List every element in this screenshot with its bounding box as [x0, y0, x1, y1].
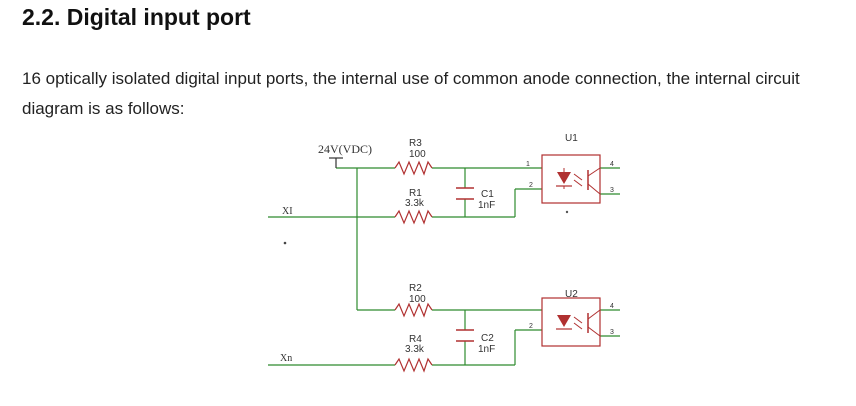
optocoupler-u1: [541, 154, 601, 214]
resistor-r1: [394, 209, 433, 225]
u2-name: U2: [565, 289, 578, 300]
u2-pin3: 3: [610, 329, 614, 336]
r4-name: R4: [409, 334, 422, 345]
r3-name: R3: [409, 138, 422, 149]
c2-name: C2: [481, 333, 494, 344]
section-heading: 2.2. Digital input port: [22, 4, 251, 30]
c1-name: C1: [481, 189, 494, 200]
c2-value: 1nF: [478, 344, 495, 355]
r4-value: 3.3k: [405, 344, 425, 355]
r1-name: R1: [409, 188, 422, 199]
input-label-xn: Xn: [280, 353, 292, 364]
r2-value: 100: [409, 294, 426, 305]
r2-name: R2: [409, 283, 422, 294]
continuation-dot: [283, 241, 287, 245]
c1-value: 1nF: [478, 200, 495, 211]
u2-pin4: 4: [610, 303, 614, 310]
u1-pin4: 4: [610, 161, 614, 168]
u1-pin1: 1: [526, 161, 530, 168]
u2-pin2: 2: [529, 323, 533, 330]
u1-pin2: 2: [529, 182, 533, 189]
supply-label: 24V(VDC): [318, 142, 372, 156]
wires: [268, 167, 620, 366]
input-label-xi: XI: [282, 206, 293, 217]
supply-symbol: [329, 157, 343, 168]
resistor-r3: [394, 160, 433, 176]
resistors: [394, 160, 433, 373]
r1-value: 3.3k: [405, 198, 425, 209]
section-paragraph: 16 optically isolated digital input port…: [22, 69, 800, 118]
resistor-r4: [394, 357, 433, 373]
optocoupler-u2: [541, 297, 601, 347]
capacitors: [456, 187, 474, 342]
resistor-r2: [394, 302, 433, 318]
u1-pin3: 3: [610, 187, 614, 194]
r3-value: 100: [409, 149, 426, 160]
u1-name: U1: [565, 133, 578, 144]
